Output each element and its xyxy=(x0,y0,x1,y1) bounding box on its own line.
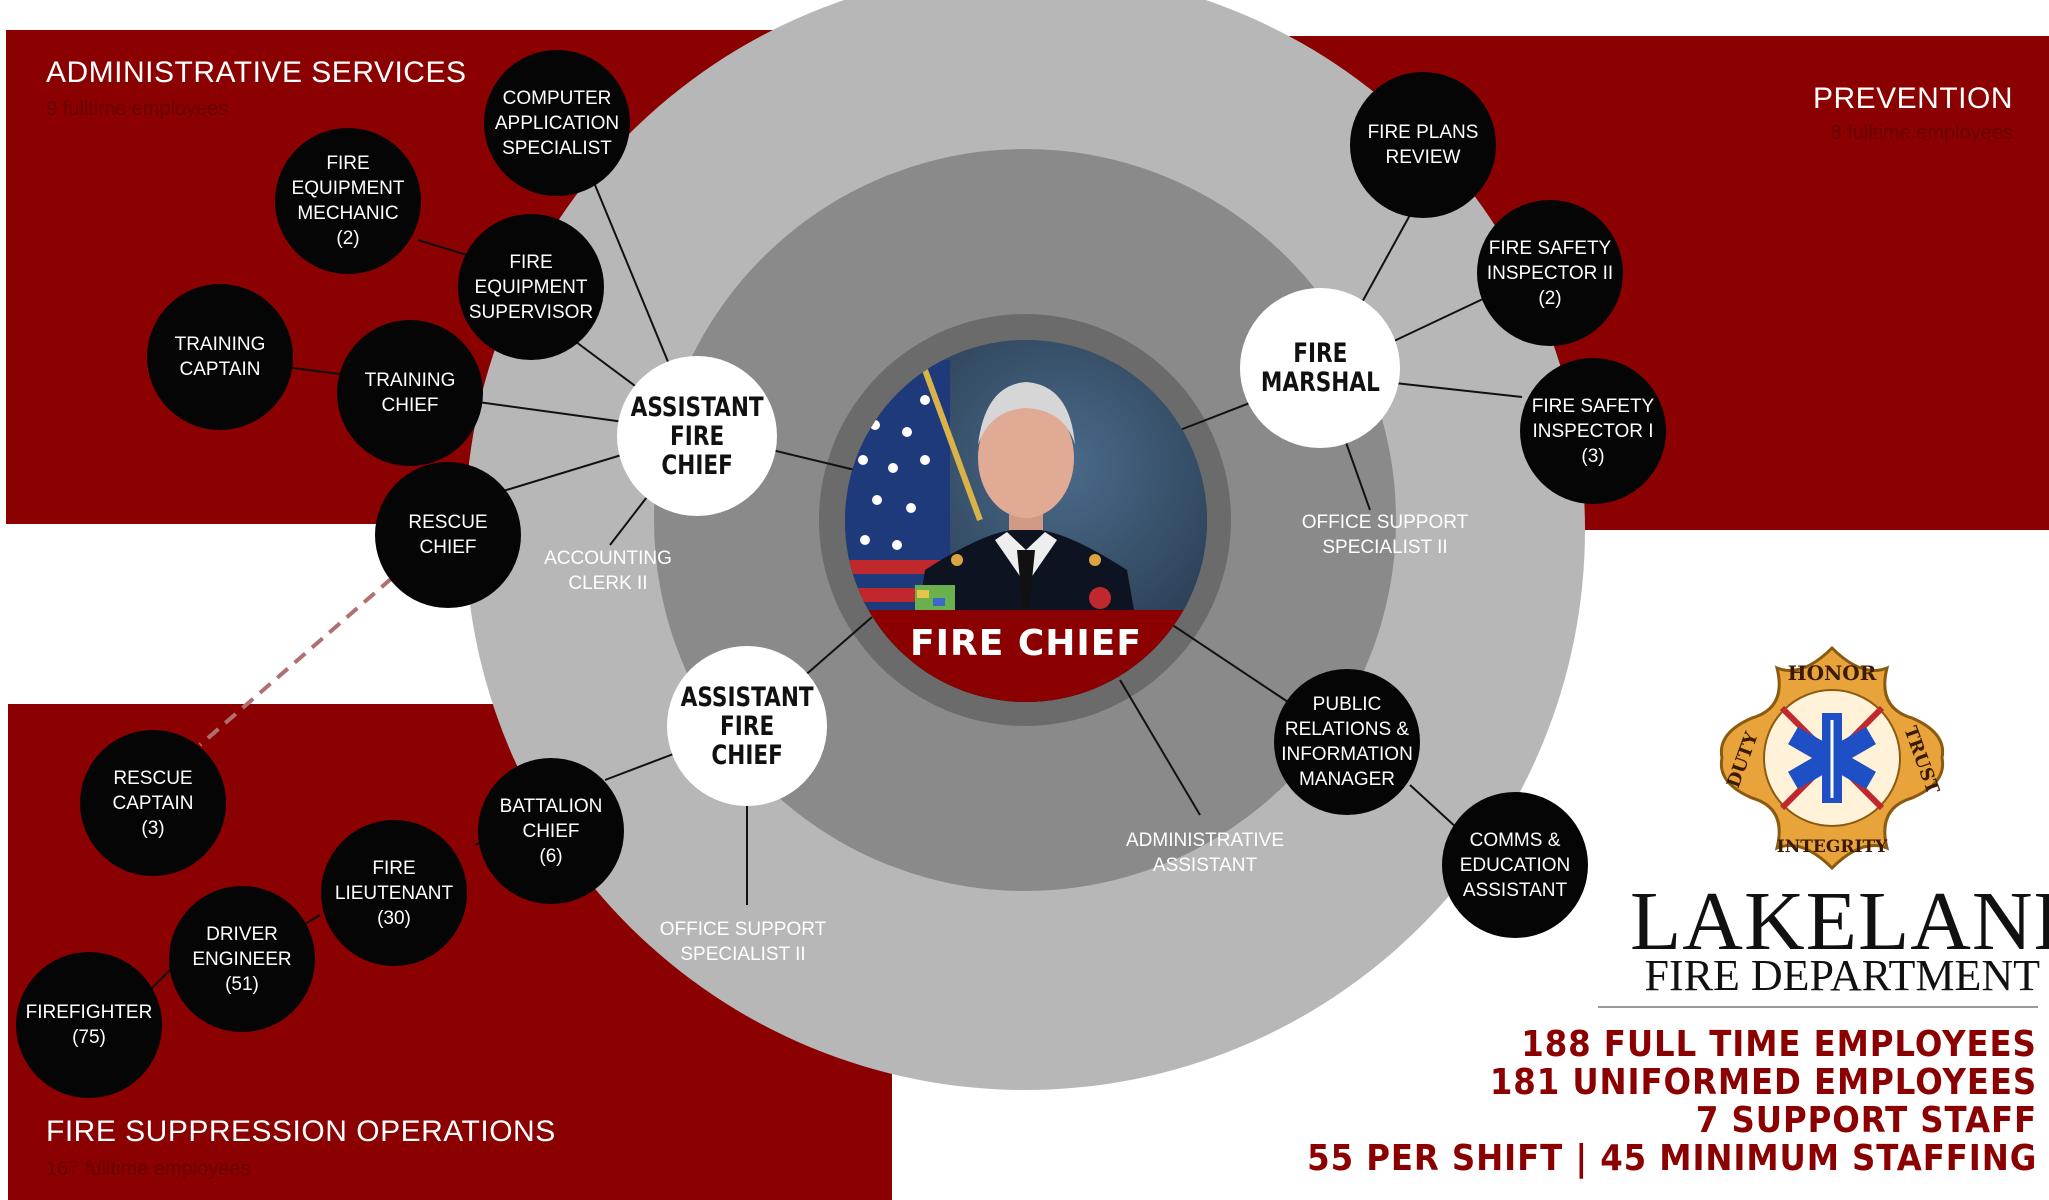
suppression-subtitle: 167 fulltime employees xyxy=(46,1158,251,1180)
fire-equipment-supervisor-label: FIRE EQUIPMENT SUPERVISOR xyxy=(468,251,594,323)
admin-title: ADMINISTRATIVE SERVICES xyxy=(46,56,467,89)
fire-plans-review-node[interactable]: FIRE PLANS REVIEW xyxy=(1350,72,1496,218)
fire-lieutenant-node[interactable]: FIRE LIEUTENANT (30) xyxy=(321,820,467,966)
fire-chief-node[interactable]: FIRE CHIEF xyxy=(845,340,1207,702)
fire-marshal-label: FIRE MARSHAL xyxy=(1260,338,1380,398)
prevention-subtitle: 8 fulltime employees xyxy=(1830,122,2013,144)
driver-engineer-label: DRIVER ENGINEER (51) xyxy=(192,923,292,995)
training-chief-label: TRAINING CHIEF xyxy=(364,370,456,416)
office-support-specialist-right-label: OFFICE SUPPORT SPECIALIST II xyxy=(1301,512,1469,558)
fire-marshal-node[interactable]: FIRE MARSHAL xyxy=(1240,288,1400,448)
suppression-title: FIRE SUPPRESSION OPERATIONS xyxy=(46,1115,556,1148)
driver-engineer-node[interactable]: DRIVER ENGINEER (51) xyxy=(169,886,315,1032)
battalion-chief-label: BATTALION CHIEF (6) xyxy=(499,795,603,867)
fire-lieutenant-label: FIRE LIEUTENANT (30) xyxy=(334,857,454,929)
comms-education-assistant-node[interactable]: COMMS & EDUCATION ASSISTANT xyxy=(1442,792,1588,938)
fire-chief-label: FIRE CHIEF xyxy=(845,610,1207,702)
computer-application-specialist-node[interactable]: COMPUTER APPLICATION SPECIALIST xyxy=(484,50,630,196)
brand-divider xyxy=(1598,1006,2038,1008)
firefighter-node[interactable]: FIREFIGHTER (75) xyxy=(16,952,162,1098)
fire-plans-review-label: FIRE PLANS REVIEW xyxy=(1367,122,1479,168)
battalion-chief-node[interactable]: BATTALION CHIEF (6) xyxy=(478,758,624,904)
admin-subtitle: 9 fulltime employees xyxy=(46,98,229,120)
assistant-fire-chief-bottom-node[interactable]: ASSISTANT FIRE CHIEF xyxy=(667,646,827,806)
rescue-chief-node[interactable]: RESCUE CHIEF xyxy=(375,462,521,608)
fire-equipment-supervisor-node[interactable]: FIRE EQUIPMENT SUPERVISOR xyxy=(458,214,604,360)
computer-application-specialist-label: COMPUTER APPLICATION SPECIALIST xyxy=(494,87,620,159)
assistant-fire-chief-top-node[interactable]: ASSISTANT FIRE CHIEF xyxy=(617,356,777,516)
brand-department: FIRE DEPARTMENT xyxy=(1644,951,2040,1000)
stat-staffing: 55 PER SHIFT | 45 MINIMUM STAFFING xyxy=(1306,1138,2037,1179)
office-support-specialist-bottom-label: OFFICE SUPPORT SPECIALIST II xyxy=(659,919,827,965)
public-relations-manager-label: PUBLIC RELATIONS & INFORMATION MANAGER xyxy=(1281,694,1413,790)
prevention-title: PREVENTION xyxy=(1812,82,2013,115)
administrative-assistant-label: ADMINISTRATIVE ASSISTANT xyxy=(1126,830,1284,876)
accounting-clerk-label: ACCOUNTING CLERK II xyxy=(544,548,672,594)
badge-top-text: HONOR xyxy=(1788,661,1877,685)
fire-safety-inspector-ii-label: FIRE SAFETY INSPECTOR II (2) xyxy=(1486,237,1614,309)
dashed-link xyxy=(198,576,394,747)
rescue-captain-node[interactable]: RESCUE CAPTAIN (3) xyxy=(80,730,226,876)
badge-bottom-text: INTEGRITY xyxy=(1777,837,1888,857)
rescue-chief-label: RESCUE CHIEF xyxy=(408,512,488,558)
rescue-captain-label: RESCUE CAPTAIN (3) xyxy=(112,767,194,839)
stat-support-staff: 7 SUPPORT STAFF xyxy=(1695,1100,2037,1141)
fire-department-badge: HONOR INTEGRITY DUTY TRUST xyxy=(1719,645,1945,871)
comms-education-assistant-label: COMMS & EDUCATION ASSISTANT xyxy=(1459,829,1571,901)
training-chief-node[interactable]: TRAINING CHIEF xyxy=(337,320,483,466)
fire-safety-inspector-ii-node[interactable]: FIRE SAFETY INSPECTOR II (2) xyxy=(1477,200,1623,346)
training-captain-label: TRAINING CAPTAIN xyxy=(174,334,266,380)
assistant-fire-chief-top-label: ASSISTANT FIRE CHIEF xyxy=(630,391,764,481)
stat-full-time: 188 FULL TIME EMPLOYEES xyxy=(1521,1024,2037,1065)
fire-equipment-mechanic-label: FIRE EQUIPMENT MECHANIC (2) xyxy=(291,153,405,249)
training-captain-node[interactable]: TRAINING CAPTAIN xyxy=(147,284,293,430)
fire-equipment-mechanic-node[interactable]: FIRE EQUIPMENT MECHANIC (2) xyxy=(275,128,421,274)
fire-safety-inspector-i-node[interactable]: FIRE SAFETY INSPECTOR I (3) xyxy=(1520,358,1666,504)
firefighter-label: FIREFIGHTER (75) xyxy=(25,1002,153,1048)
assistant-fire-chief-bottom-label: ASSISTANT FIRE CHIEF xyxy=(680,681,814,771)
stat-uniformed: 181 UNIFORMED EMPLOYEES xyxy=(1489,1062,2037,1103)
public-relations-manager-node[interactable]: PUBLIC RELATIONS & INFORMATION MANAGER xyxy=(1274,669,1420,815)
fire-safety-inspector-i-label: FIRE SAFETY INSPECTOR I (3) xyxy=(1531,395,1655,467)
brand-name: LAKELAND xyxy=(1630,875,2049,968)
